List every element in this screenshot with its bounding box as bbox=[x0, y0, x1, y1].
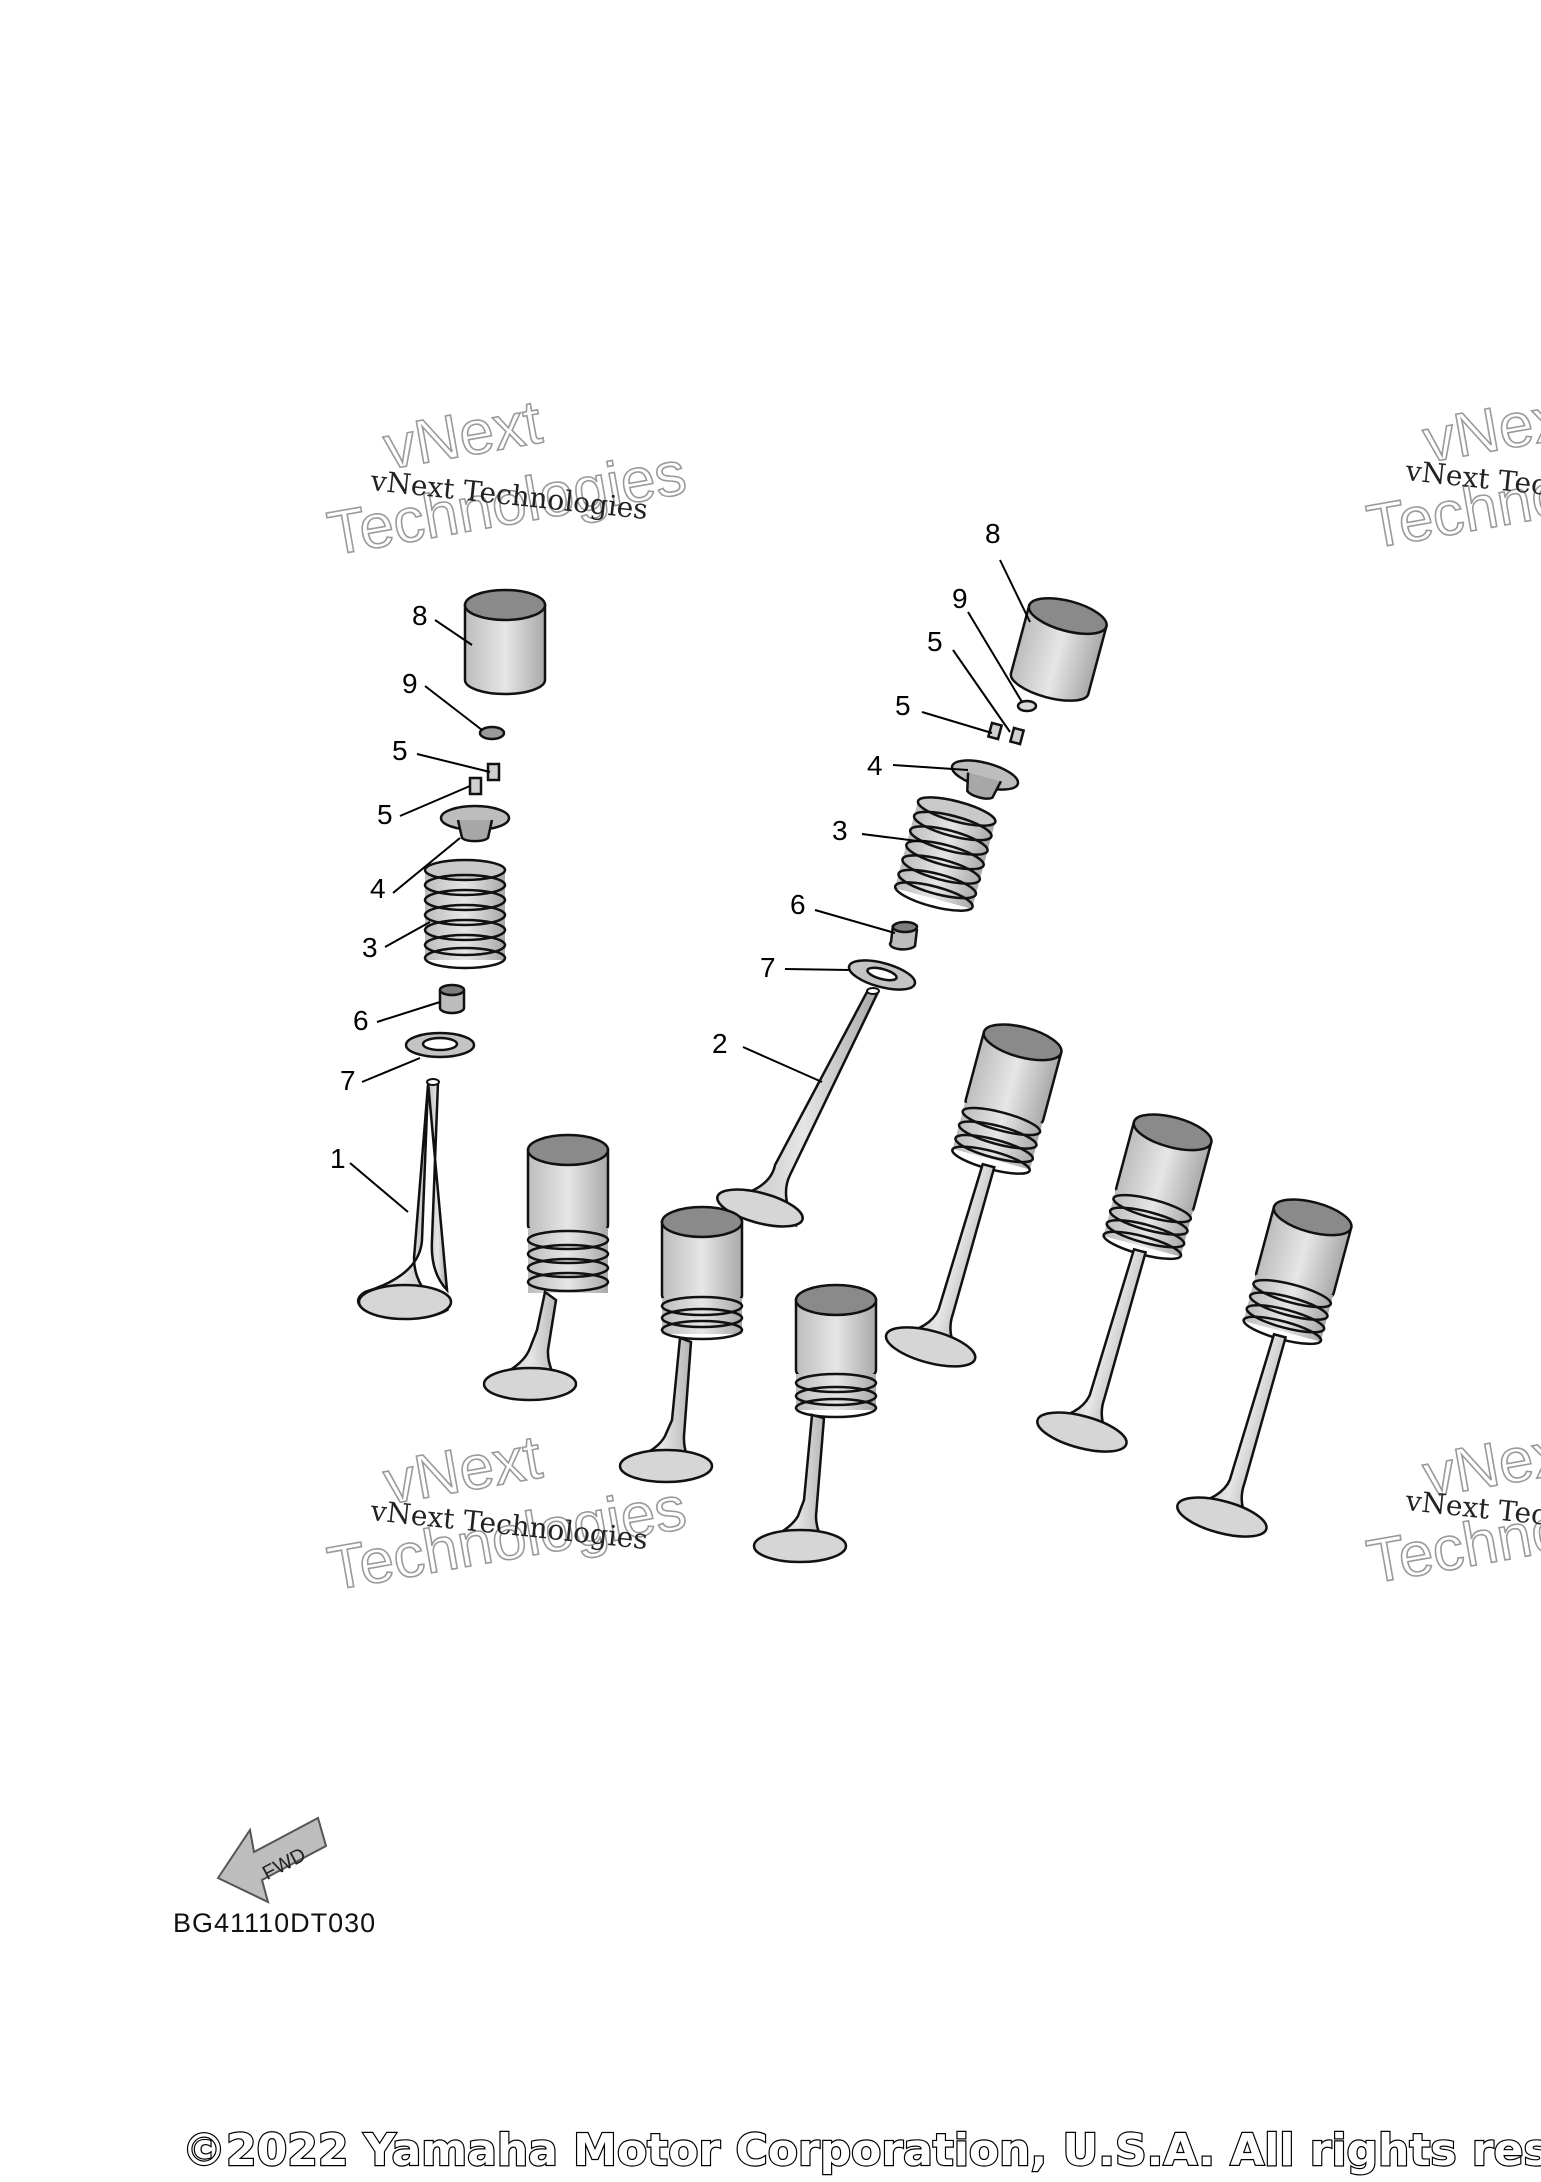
callout-left-1: 1 bbox=[330, 1143, 346, 1174]
fwd-arrow-icon: FWD bbox=[216, 1816, 328, 1904]
left-shim bbox=[478, 725, 506, 741]
right-stem-seal bbox=[888, 920, 919, 951]
left-lifter-bucket bbox=[463, 588, 547, 696]
assembled-valve-4 bbox=[884, 1023, 1063, 1368]
callout-left-9: 9 bbox=[402, 668, 418, 699]
watermark-top-left: vNext Technologies bbox=[322, 387, 692, 570]
diagram-part-code: BG41110DT030 bbox=[173, 1908, 376, 1938]
left-callouts: 8 9 5 5 4 3 6 7 1 bbox=[330, 600, 428, 1174]
callout-left-5a: 5 bbox=[392, 735, 408, 766]
callout-left-8: 8 bbox=[412, 600, 428, 631]
assembled-valve-5 bbox=[1036, 1113, 1213, 1453]
callout-left-3: 3 bbox=[362, 932, 378, 963]
callout-right-3: 3 bbox=[832, 815, 848, 846]
callout-left-7: 7 bbox=[340, 1065, 356, 1096]
right-shim bbox=[1016, 699, 1038, 713]
callout-right-9: 9 bbox=[952, 583, 968, 614]
right-valve-spring bbox=[893, 796, 997, 912]
assembled-valve-3 bbox=[752, 1283, 878, 1564]
right-callout-lines bbox=[742, 559, 1031, 1083]
callout-left-5b: 5 bbox=[377, 799, 393, 830]
left-valve bbox=[356, 1078, 453, 1321]
left-spring-retainer bbox=[439, 804, 511, 843]
left-spring-seat bbox=[404, 1031, 476, 1059]
copyright-notice: ©2022 Yamaha Motor Corporation, U.S.A. A… bbox=[182, 2125, 1541, 2176]
right-valve bbox=[716, 987, 880, 1228]
assembled-valve-6 bbox=[1176, 1198, 1353, 1538]
callout-right-5b: 5 bbox=[895, 690, 911, 721]
callout-right-6: 6 bbox=[790, 889, 806, 920]
right-lifter-bucket bbox=[1009, 596, 1108, 702]
callout-right-8: 8 bbox=[985, 518, 1001, 549]
callout-left-6: 6 bbox=[353, 1005, 369, 1036]
assembled-valve-2 bbox=[618, 1205, 744, 1484]
left-callout-lines bbox=[349, 619, 491, 1213]
right-spring-retainer bbox=[950, 759, 1020, 800]
left-valve-spring bbox=[423, 858, 507, 970]
right-collets bbox=[986, 721, 1026, 746]
assembled-valve-1 bbox=[482, 1133, 610, 1402]
left-stem-seal bbox=[438, 983, 466, 1015]
right-spring-seat bbox=[847, 959, 917, 991]
callout-right-7: 7 bbox=[760, 952, 776, 983]
callout-left-4: 4 bbox=[370, 873, 386, 904]
watermark-bottom-left: vNext Technologies bbox=[322, 1422, 692, 1605]
right-callouts: 8 9 5 5 4 3 6 7 2 bbox=[712, 518, 1001, 1059]
callout-right-2: 2 bbox=[712, 1028, 728, 1059]
callout-right-4: 4 bbox=[867, 750, 883, 781]
callout-right-5a: 5 bbox=[927, 626, 943, 657]
